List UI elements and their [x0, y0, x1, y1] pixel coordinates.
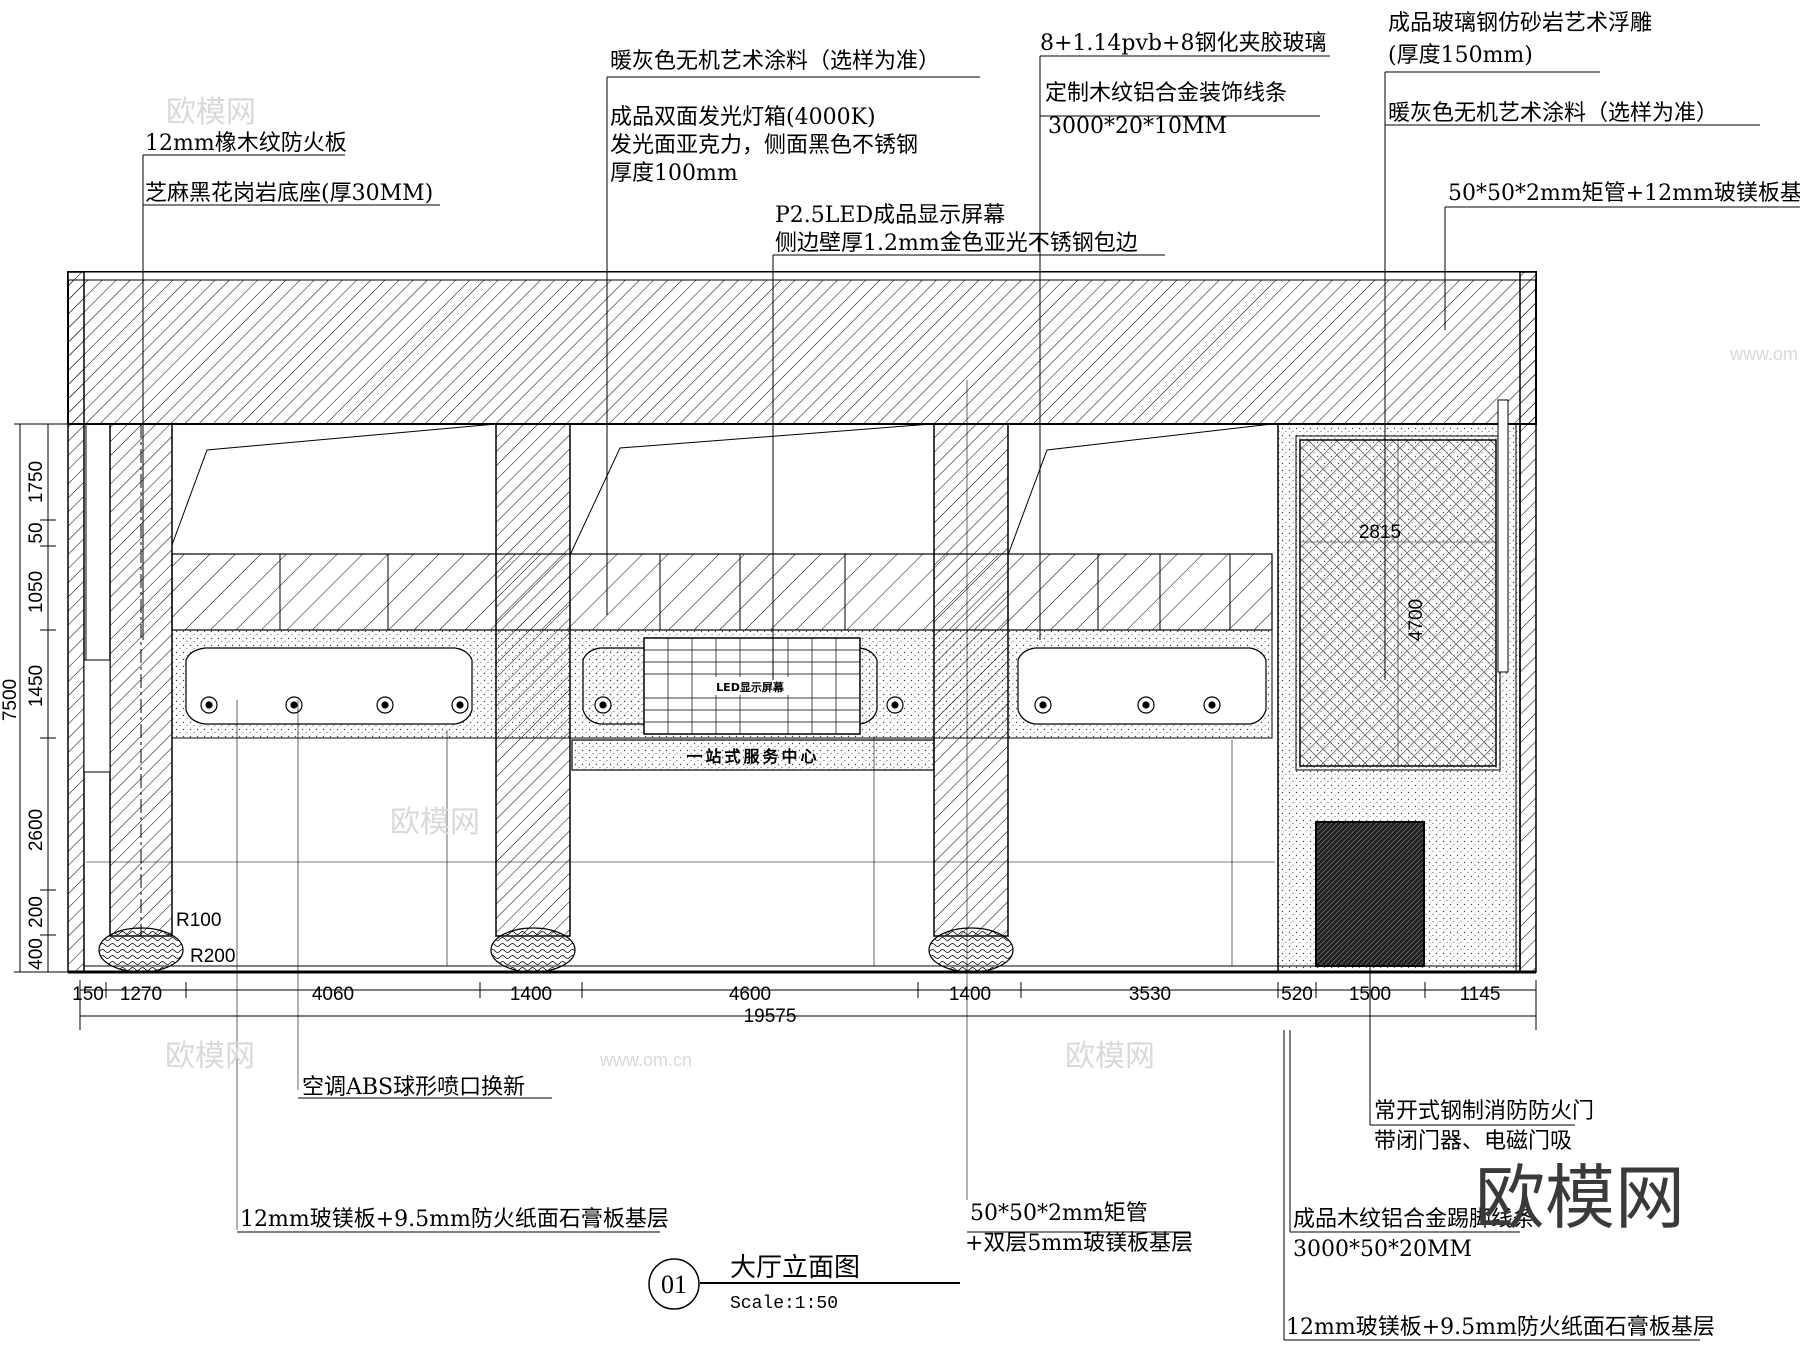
- vertical-dimensions: 400 200 2600 1450 1050 50 1750 7500: [0, 423, 80, 973]
- dim-1400b: 1400: [949, 984, 991, 1005]
- label-lightbox-desc: 发光面亚克力，侧面黑色不锈钢: [610, 133, 918, 158]
- dim-1270: 1270: [120, 984, 162, 1005]
- ceiling-slab: [67, 271, 1537, 425]
- dim-150: 150: [72, 984, 104, 1005]
- dim-total: 19575: [744, 1006, 797, 1027]
- leader-lines-top: [142, 55, 1800, 680]
- label-mgo-gypsum-right: 12mm玻镁板+9.5mm防火纸面石膏板基层: [1286, 1315, 1715, 1340]
- watermark-2: 欧模网: [390, 806, 480, 839]
- led-screen-label: LED显示屏幕: [716, 680, 785, 694]
- label-granite-base: 芝麻黑花岗岩底座(厚30MM): [145, 181, 433, 206]
- label-lightbox: 成品双面发光灯箱(4000K): [610, 105, 876, 130]
- column-3: [928, 423, 1014, 973]
- label-door-closer: 带闭门器、电磁门吸: [1374, 1129, 1572, 1154]
- vdim-200: 200: [26, 896, 47, 928]
- panel-width-dim: 2815: [1359, 522, 1401, 543]
- dim-1145: 1145: [1460, 984, 1501, 1005]
- upper-glass-band: [171, 553, 1273, 631]
- right-wall: [1519, 271, 1537, 973]
- label-oak-board: 12mm橡木纹防火板: [145, 131, 347, 156]
- vdim-1050: 1050: [26, 571, 47, 613]
- vdim-400: 400: [26, 938, 47, 970]
- watermark-url-1: www.om.cn: [599, 1050, 692, 1070]
- label-warm-gray-paint-1: 暖灰色无机艺术涂料（选样为准）: [610, 49, 940, 74]
- title-name: 大厅立面图: [730, 1253, 860, 1283]
- label-double-mgo: +双层5mm玻镁板基层: [965, 1231, 1193, 1256]
- label-led-screen: P2.5LED成品显示屏幕: [775, 203, 1005, 228]
- panel-height-dim: 4700: [1406, 599, 1427, 641]
- fire-door: [1315, 821, 1425, 967]
- label-air-nozzle: 空调ABS球形喷口换新: [302, 1075, 525, 1100]
- drawing-title: 01 大厅立面图 Scale:1:50: [648, 1253, 960, 1314]
- label-skirting-size: 3000*50*20MM: [1293, 1237, 1472, 1262]
- watermark-big: 欧模网: [1475, 1159, 1685, 1237]
- dim-3530: 3530: [1129, 984, 1171, 1005]
- led-screen: LED显示屏幕: [643, 637, 861, 735]
- vdim-50: 50: [26, 522, 47, 543]
- title-number: 01: [661, 1270, 687, 1299]
- label-strip-size: 3000*20*10MM: [1048, 114, 1227, 139]
- label-relief-thickness: (厚度150mm): [1388, 43, 1533, 68]
- dim-4600: 4600: [729, 984, 771, 1005]
- dim-1400a: 1400: [510, 984, 552, 1005]
- label-laminated-glass: 8+1.14pvb+8钢化夹胶玻璃: [1040, 31, 1326, 56]
- watermark-url-2: www.om.cn: [1729, 344, 1800, 364]
- leader-lines-bottom: [237, 966, 1700, 1341]
- dim-520: 520: [1281, 984, 1313, 1005]
- label-frp-relief: 成品玻璃钢仿砂岩艺术浮雕: [1388, 11, 1652, 36]
- vdim-total: 7500: [0, 679, 21, 721]
- label-steel-tube: 50*50*2mm矩管: [970, 1201, 1148, 1226]
- vdim-2600: 2600: [26, 809, 47, 851]
- radius-r200: R200: [190, 946, 235, 967]
- label-lightbox-thickness: 厚度100mm: [610, 161, 738, 186]
- dim-4060: 4060: [312, 984, 354, 1005]
- left-side-panel: [83, 659, 111, 773]
- label-mgo-gypsum-left: 12mm玻镁板+9.5mm防火纸面石膏板基层: [240, 1207, 669, 1232]
- label-wood-aluminum-strip: 定制木纹铝合金装饰线条: [1045, 81, 1287, 106]
- label-steel-tube-base: 50*50*2mm矩管+12mm玻镁板基层: [1448, 181, 1800, 206]
- column-1: [98, 423, 184, 973]
- title-scale: Scale:1:50: [730, 1294, 838, 1314]
- horizontal-dimensions: 150 1270 4060 1400 4600 1400 3530 520 15…: [72, 980, 1537, 1030]
- service-sign-text: 一站式服务中心: [686, 747, 819, 766]
- watermark-3: 欧模网: [165, 1040, 255, 1073]
- label-fire-door: 常开式钢制消防防火门: [1374, 1099, 1594, 1124]
- vdim-1750: 1750: [26, 461, 47, 503]
- vdim-1450: 1450: [26, 665, 47, 707]
- watermark-4: 欧模网: [1065, 1040, 1155, 1073]
- relief-frame-left: [185, 647, 473, 725]
- label-skirting: 成品木纹铝合金踢脚线条: [1293, 1207, 1535, 1232]
- left-wall: [67, 271, 85, 973]
- column-2: [490, 423, 576, 973]
- label-warm-gray-paint-2: 暖灰色无机艺术涂料（选样为准）: [1388, 101, 1718, 126]
- radius-r100: R100: [176, 910, 221, 931]
- watermark-1: 欧模网: [166, 96, 256, 129]
- ceiling-slope-lines: [171, 423, 1273, 556]
- service-sign: [571, 739, 935, 771]
- label-led-edge: 侧边壁厚1.2mm金色亚光不锈钢包边: [775, 231, 1138, 256]
- right-relief-zone: 2815 4700: [1277, 399, 1521, 973]
